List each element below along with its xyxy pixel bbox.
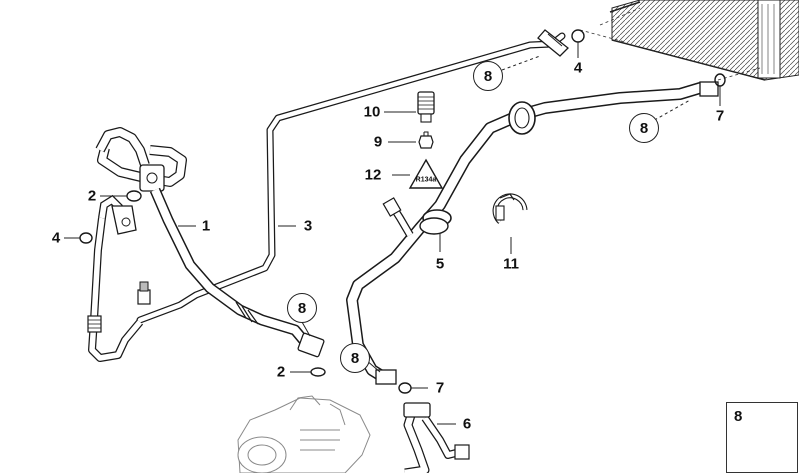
callout-5: 5 [435, 255, 445, 273]
condenser [579, 0, 799, 81]
callout-7-lower: 7 [435, 379, 445, 397]
callout-8-circle-middle: 8 [287, 293, 317, 323]
callout-10: 10 [363, 103, 381, 121]
pipe-6 [403, 402, 470, 473]
callout-8-circle-bottom: 8 [340, 343, 370, 373]
callout-4-upper: 4 [573, 59, 583, 77]
hose-1 [95, 127, 326, 377]
callout-12: 12 [364, 166, 382, 184]
callout-11: 11 [503, 255, 519, 273]
callout-9: 9 [373, 133, 383, 151]
leader-lines [64, 42, 721, 425]
callout-6: 6 [462, 415, 472, 433]
callout-7-upper: 7 [715, 107, 725, 125]
callout-8-circle-right: 8 [629, 113, 659, 143]
callout-2: 2 [87, 187, 97, 205]
callout-4: 4 [51, 229, 61, 247]
clamp-11 [492, 193, 528, 224]
pipe-3 [136, 29, 569, 324]
inset-number: 8 [734, 408, 743, 425]
callout-8-circle-top: 8 [473, 61, 503, 91]
warning-label-text: R134a [415, 176, 437, 184]
callout-1: 1 [201, 217, 211, 235]
compressor [237, 395, 371, 473]
hose-5 [346, 29, 726, 394]
service-valve-parts [408, 91, 444, 189]
pipe-left-assembly [79, 190, 151, 362]
callout-3: 3 [303, 217, 313, 235]
callout-2-lower: 2 [276, 363, 286, 381]
bolt-inset: 8 [726, 402, 798, 473]
